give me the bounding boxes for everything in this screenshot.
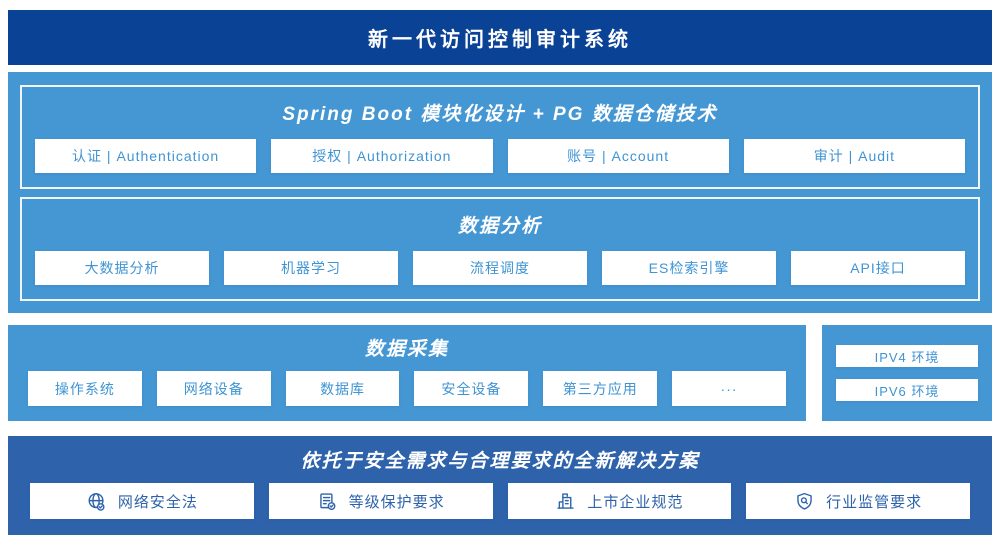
building-icon xyxy=(555,491,576,512)
analysis-chip-workflow: 流程调度 xyxy=(413,251,587,285)
shield-search-icon xyxy=(794,491,815,512)
document-check-icon xyxy=(317,491,338,512)
module-chip-authorization: 授权 | Authorization xyxy=(271,139,493,173)
analysis-chip-es: ES检索引擎 xyxy=(602,251,776,285)
module-chip-account: 账号 | Account xyxy=(507,139,729,173)
main-title-banner: 新一代访问控制审计系统 xyxy=(8,10,992,65)
modules-chip-row: 认证 | Authentication 授权 | Authorization 账… xyxy=(35,139,965,173)
analysis-chip-row: 大数据分析 机器学习 流程调度 ES检索引擎 API接口 xyxy=(35,251,965,285)
collection-row: 数据采集 操作系统 网络设备 数据库 安全设备 第三方应用 ··· IPV4 环… xyxy=(8,325,992,421)
module-chip-audit: 审计 | Audit xyxy=(743,139,965,173)
ipv6-env-chip: IPV6 环境 xyxy=(836,379,978,401)
main-title: 新一代访问控制审计系统 xyxy=(368,29,632,51)
analysis-chip-api: API接口 xyxy=(791,251,965,285)
module-chip-authentication: 认证 | Authentication xyxy=(35,139,257,173)
analysis-panel-title: 数据分析 xyxy=(457,216,542,237)
collection-chip-security-device: 安全设备 xyxy=(414,371,529,406)
collection-panel: 数据采集 操作系统 网络设备 数据库 安全设备 第三方应用 ··· xyxy=(8,325,806,421)
collection-chip-row: 操作系统 网络设备 数据库 安全设备 第三方应用 ··· xyxy=(28,371,786,406)
solution-chip-industry-regulation: 行业监管要求 xyxy=(746,483,970,519)
analysis-panel: 数据分析 大数据分析 机器学习 流程调度 ES检索引擎 API接口 xyxy=(20,197,980,301)
solution-chip-classified-protection: 等级保护要求 xyxy=(268,483,493,519)
modules-panel-title: Spring Boot 模块化设计 + PG 数据仓储技术 xyxy=(282,104,718,125)
network-env-panel: IPV4 环境 IPV6 环境 xyxy=(822,325,992,421)
globe-check-icon xyxy=(86,491,107,512)
platform-container: Spring Boot 模块化设计 + PG 数据仓储技术 认证 | Authe… xyxy=(8,72,992,313)
solution-panel: 依托于安全需求与合理要求的全新解决方案 网络安全法 xyxy=(8,436,992,535)
solution-title: 依托于安全需求与合理要求的全新解决方案 xyxy=(300,451,700,472)
solution-chip-row: 网络安全法 等级保护要求 xyxy=(30,483,970,519)
solution-chip-label: 等级保护要求 xyxy=(348,493,445,511)
ipv4-env-chip: IPV4 环境 xyxy=(836,345,978,367)
solution-chip-label: 上市企业规范 xyxy=(587,493,684,511)
collection-chip-network-device: 网络设备 xyxy=(156,371,271,406)
solution-chip-label: 行业监管要求 xyxy=(826,493,923,511)
collection-title: 数据采集 xyxy=(364,339,449,360)
collection-chip-thirdparty-app: 第三方应用 xyxy=(543,371,658,406)
analysis-chip-bigdata: 大数据分析 xyxy=(35,251,209,285)
solution-chip-cybersecurity-law: 网络安全法 xyxy=(30,483,254,519)
solution-chip-listed-company: 上市企业规范 xyxy=(507,483,732,519)
collection-chip-database: 数据库 xyxy=(285,371,400,406)
modules-panel: Spring Boot 模块化设计 + PG 数据仓储技术 认证 | Authe… xyxy=(20,85,980,189)
collection-chip-os: 操作系统 xyxy=(28,371,142,406)
solution-chip-label: 网络安全法 xyxy=(117,493,198,511)
analysis-chip-ml: 机器学习 xyxy=(224,251,398,285)
collection-chip-more: ··· xyxy=(672,371,786,406)
